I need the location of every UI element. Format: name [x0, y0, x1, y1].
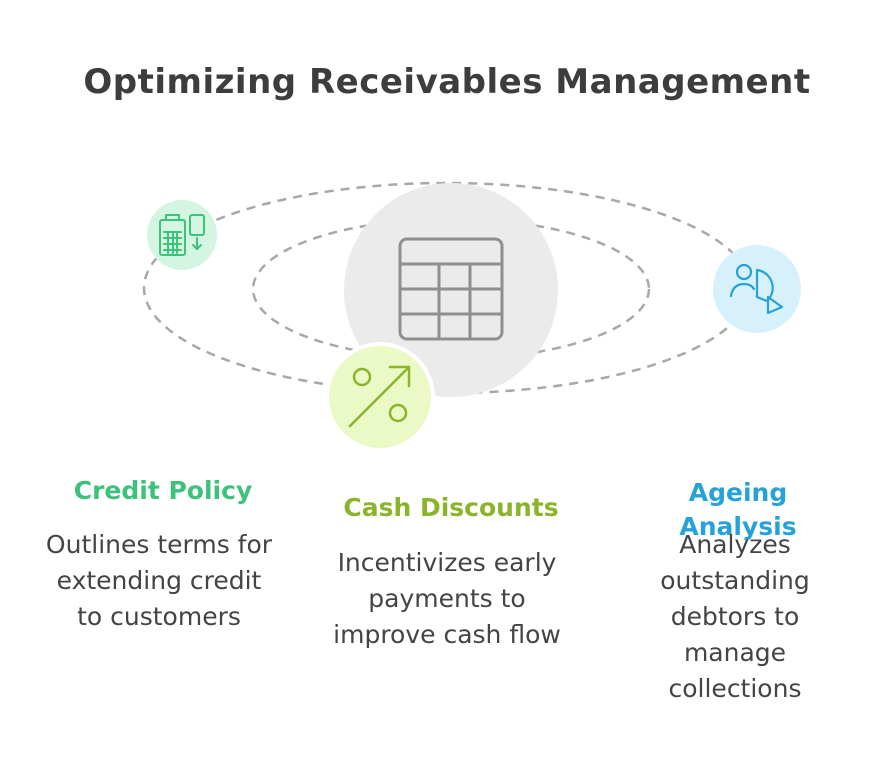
inner-orbit: [251, 217, 651, 361]
person-pie-chart-icon: [729, 263, 784, 315]
ageing-analysis-heading: Ageing Analysis: [679, 478, 797, 541]
credit-policy-node: [147, 200, 217, 270]
cash-discounts-heading: Cash Discounts: [343, 493, 559, 522]
percent-arrow-icon: [348, 365, 411, 428]
calculator-card-icon: [159, 214, 205, 256]
table-icon: [398, 237, 504, 341]
credit-policy-heading: Credit Policy: [73, 476, 253, 505]
ageing-analysis-description: Analyzes outstanding debtors to manage c…: [660, 530, 810, 703]
cash-discounts-description: Incentivizes early payments to improve c…: [333, 548, 561, 649]
page-title: Optimizing Receivables Management: [83, 62, 811, 102]
credit-policy-description: Outlines terms for extending credit to c…: [45, 530, 273, 631]
